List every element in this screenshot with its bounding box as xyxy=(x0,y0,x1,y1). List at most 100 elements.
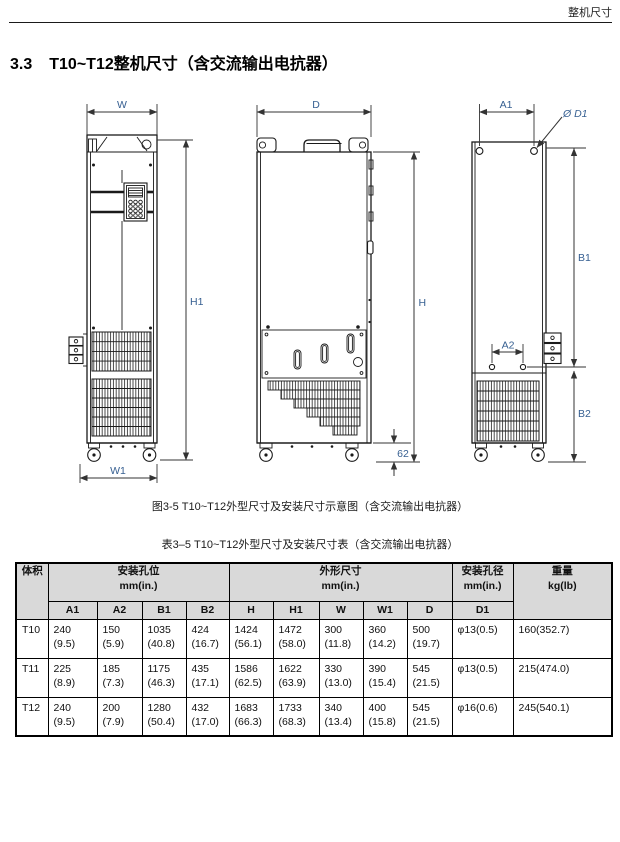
rear-view-drawing: A1 Ø D1 B1 A2 B2 xyxy=(471,99,591,463)
cell-weight: 160(352.7) xyxy=(512,618,613,659)
header-d1: D1 xyxy=(451,600,514,620)
front-keypad xyxy=(123,182,148,222)
header-volume: 体积 xyxy=(15,562,49,620)
dimensions-table: 体积 安装孔位 mm(in.) 外形尺寸 mm(in.) 安装孔径 mm(in.… xyxy=(15,562,614,737)
cell-w1: 390(15.4) xyxy=(362,657,408,698)
header-hole-label: 安装孔径 xyxy=(461,565,504,577)
side-step-grille xyxy=(267,380,361,436)
cell-h1: 1622(63.9) xyxy=(272,657,320,698)
dim-label-h: H xyxy=(419,297,427,309)
cell-model: T11 xyxy=(15,657,49,698)
dim-label-62: 62 xyxy=(397,448,409,460)
table-row-t11: T11 225(8.9) 185(7.3) 1175(46.3) 435(17.… xyxy=(15,657,613,698)
cell-b2: 435(17.1) xyxy=(185,657,230,698)
dim-b2: B2 xyxy=(548,370,591,463)
cell-d: 545(21.5) xyxy=(406,657,453,698)
front-terminal-blocks xyxy=(68,333,87,367)
header-b2: B2 xyxy=(185,600,230,620)
dim-d: D xyxy=(256,99,372,137)
figure-caption: 图3-5 T10~T12外型尺寸及安装尺寸示意图（含交流输出电抗器） xyxy=(151,501,469,513)
cell-h: 1586(62.5) xyxy=(228,657,274,698)
header-hole-unit: mm(in.) xyxy=(463,580,502,592)
side-cabinet-outline xyxy=(256,151,374,444)
side-handle xyxy=(303,139,342,152)
cell-w: 340(13.4) xyxy=(318,696,364,737)
dim-label-h1: H1 xyxy=(190,296,204,308)
cell-a1: 240(9.5) xyxy=(47,696,98,737)
cell-w: 330(13.0) xyxy=(318,657,364,698)
cell-a2: 185(7.3) xyxy=(96,657,143,698)
rear-mounting-holes-top xyxy=(475,147,538,155)
rear-grille xyxy=(476,380,540,442)
dim-62: 62 xyxy=(373,429,411,476)
header-mounting-unit: mm(in.) xyxy=(119,580,158,592)
cell-b1: 1280(50.4) xyxy=(141,696,187,737)
header-b1: B1 xyxy=(141,600,187,620)
cell-b2: 424(16.7) xyxy=(185,618,230,659)
header-weight-unit: kg(lb) xyxy=(547,580,577,592)
cell-b2: 432(17.0) xyxy=(185,696,230,737)
dim-w: W xyxy=(86,99,158,135)
header-outline-dimensions: 外形尺寸 mm(in.) xyxy=(228,562,453,602)
dim-label-w1: W1 xyxy=(110,465,126,477)
cell-b1: 1175(46.3) xyxy=(141,657,187,698)
cell-model: T10 xyxy=(15,618,49,659)
cell-weight: 245(540.1) xyxy=(512,696,613,737)
cell-d1: φ16(0.6) xyxy=(451,696,514,737)
cell-weight: 215(474.0) xyxy=(512,657,613,698)
cell-w1: 400(15.8) xyxy=(362,696,408,737)
header-w1: W1 xyxy=(362,600,408,620)
front-casters xyxy=(87,442,157,462)
dim-h1: H1 xyxy=(157,139,204,461)
header-h: H xyxy=(228,600,274,620)
running-header: 整机尺寸 xyxy=(568,7,612,19)
cell-a2: 200(7.9) xyxy=(96,696,143,737)
header-weight-label: 重量 xyxy=(551,565,573,577)
header-rule xyxy=(9,22,612,23)
side-view-drawing: D H 62 xyxy=(256,99,427,476)
header-h1: H1 xyxy=(272,600,320,620)
dim-label-d: D xyxy=(312,99,320,111)
section-title: 3.3 T10~T12整机尺寸（含交流输出电抗器） xyxy=(10,50,338,74)
cell-d: 545(21.5) xyxy=(406,696,453,737)
cell-h1: 1733(68.3) xyxy=(272,696,320,737)
dim-label-a2: A2 xyxy=(502,340,515,352)
section-heading-text: T10~T12整机尺寸（含交流输出电抗器） xyxy=(49,56,338,73)
header-mounting-label: 安装孔位 xyxy=(117,565,160,577)
dim-a2: A2 xyxy=(491,340,586,368)
cell-model: T12 xyxy=(15,696,49,737)
rear-mounting-holes-mid xyxy=(488,363,527,371)
table-row-t12: T12 240(9.5) 200(7.9) 1280(50.4) 432(17.… xyxy=(15,696,613,737)
header-hole-diameter: 安装孔径 mm(in.) xyxy=(451,562,514,602)
header-outline-unit: mm(in.) xyxy=(321,580,360,592)
dim-label-d1: Ø D1 xyxy=(562,108,588,120)
side-casters xyxy=(257,442,371,462)
cell-b1: 1035(40.8) xyxy=(141,618,187,659)
section-number: 3.3 xyxy=(10,56,33,73)
cell-d: 500(19.7) xyxy=(406,618,453,659)
header-a2: A2 xyxy=(96,600,143,620)
cell-h1: 1472(58.0) xyxy=(272,618,320,659)
header-outline-label: 外形尺寸 xyxy=(319,565,362,577)
side-gland-panel xyxy=(261,325,367,379)
dim-b1: B1 xyxy=(546,147,591,367)
front-view-drawing: W H1 W1 xyxy=(68,99,204,483)
dim-a1: A1 xyxy=(479,99,535,146)
dimension-figure: W H1 W1 xyxy=(68,99,591,483)
header-d: D xyxy=(406,600,453,620)
header-a1: A1 xyxy=(47,600,98,620)
cell-w: 300(11.8) xyxy=(318,618,364,659)
header-w: W xyxy=(318,600,364,620)
dim-h: H xyxy=(373,151,427,463)
cell-h: 1683(66.3) xyxy=(228,696,274,737)
dim-label-b2: B2 xyxy=(578,408,591,420)
cell-d1: φ13(0.5) xyxy=(451,657,514,698)
dim-label-b1: B1 xyxy=(578,252,591,264)
rear-casters xyxy=(472,442,546,462)
rear-terminal-blocks xyxy=(543,332,562,365)
header-weight: 重量 kg(lb) xyxy=(512,562,613,620)
dim-label-w: W xyxy=(117,99,127,111)
cell-d1: φ13(0.5) xyxy=(451,618,514,659)
table-caption: 表3–5 T10~T12外型尺寸及安装尺寸表（含交流输出电抗器） xyxy=(161,539,459,551)
